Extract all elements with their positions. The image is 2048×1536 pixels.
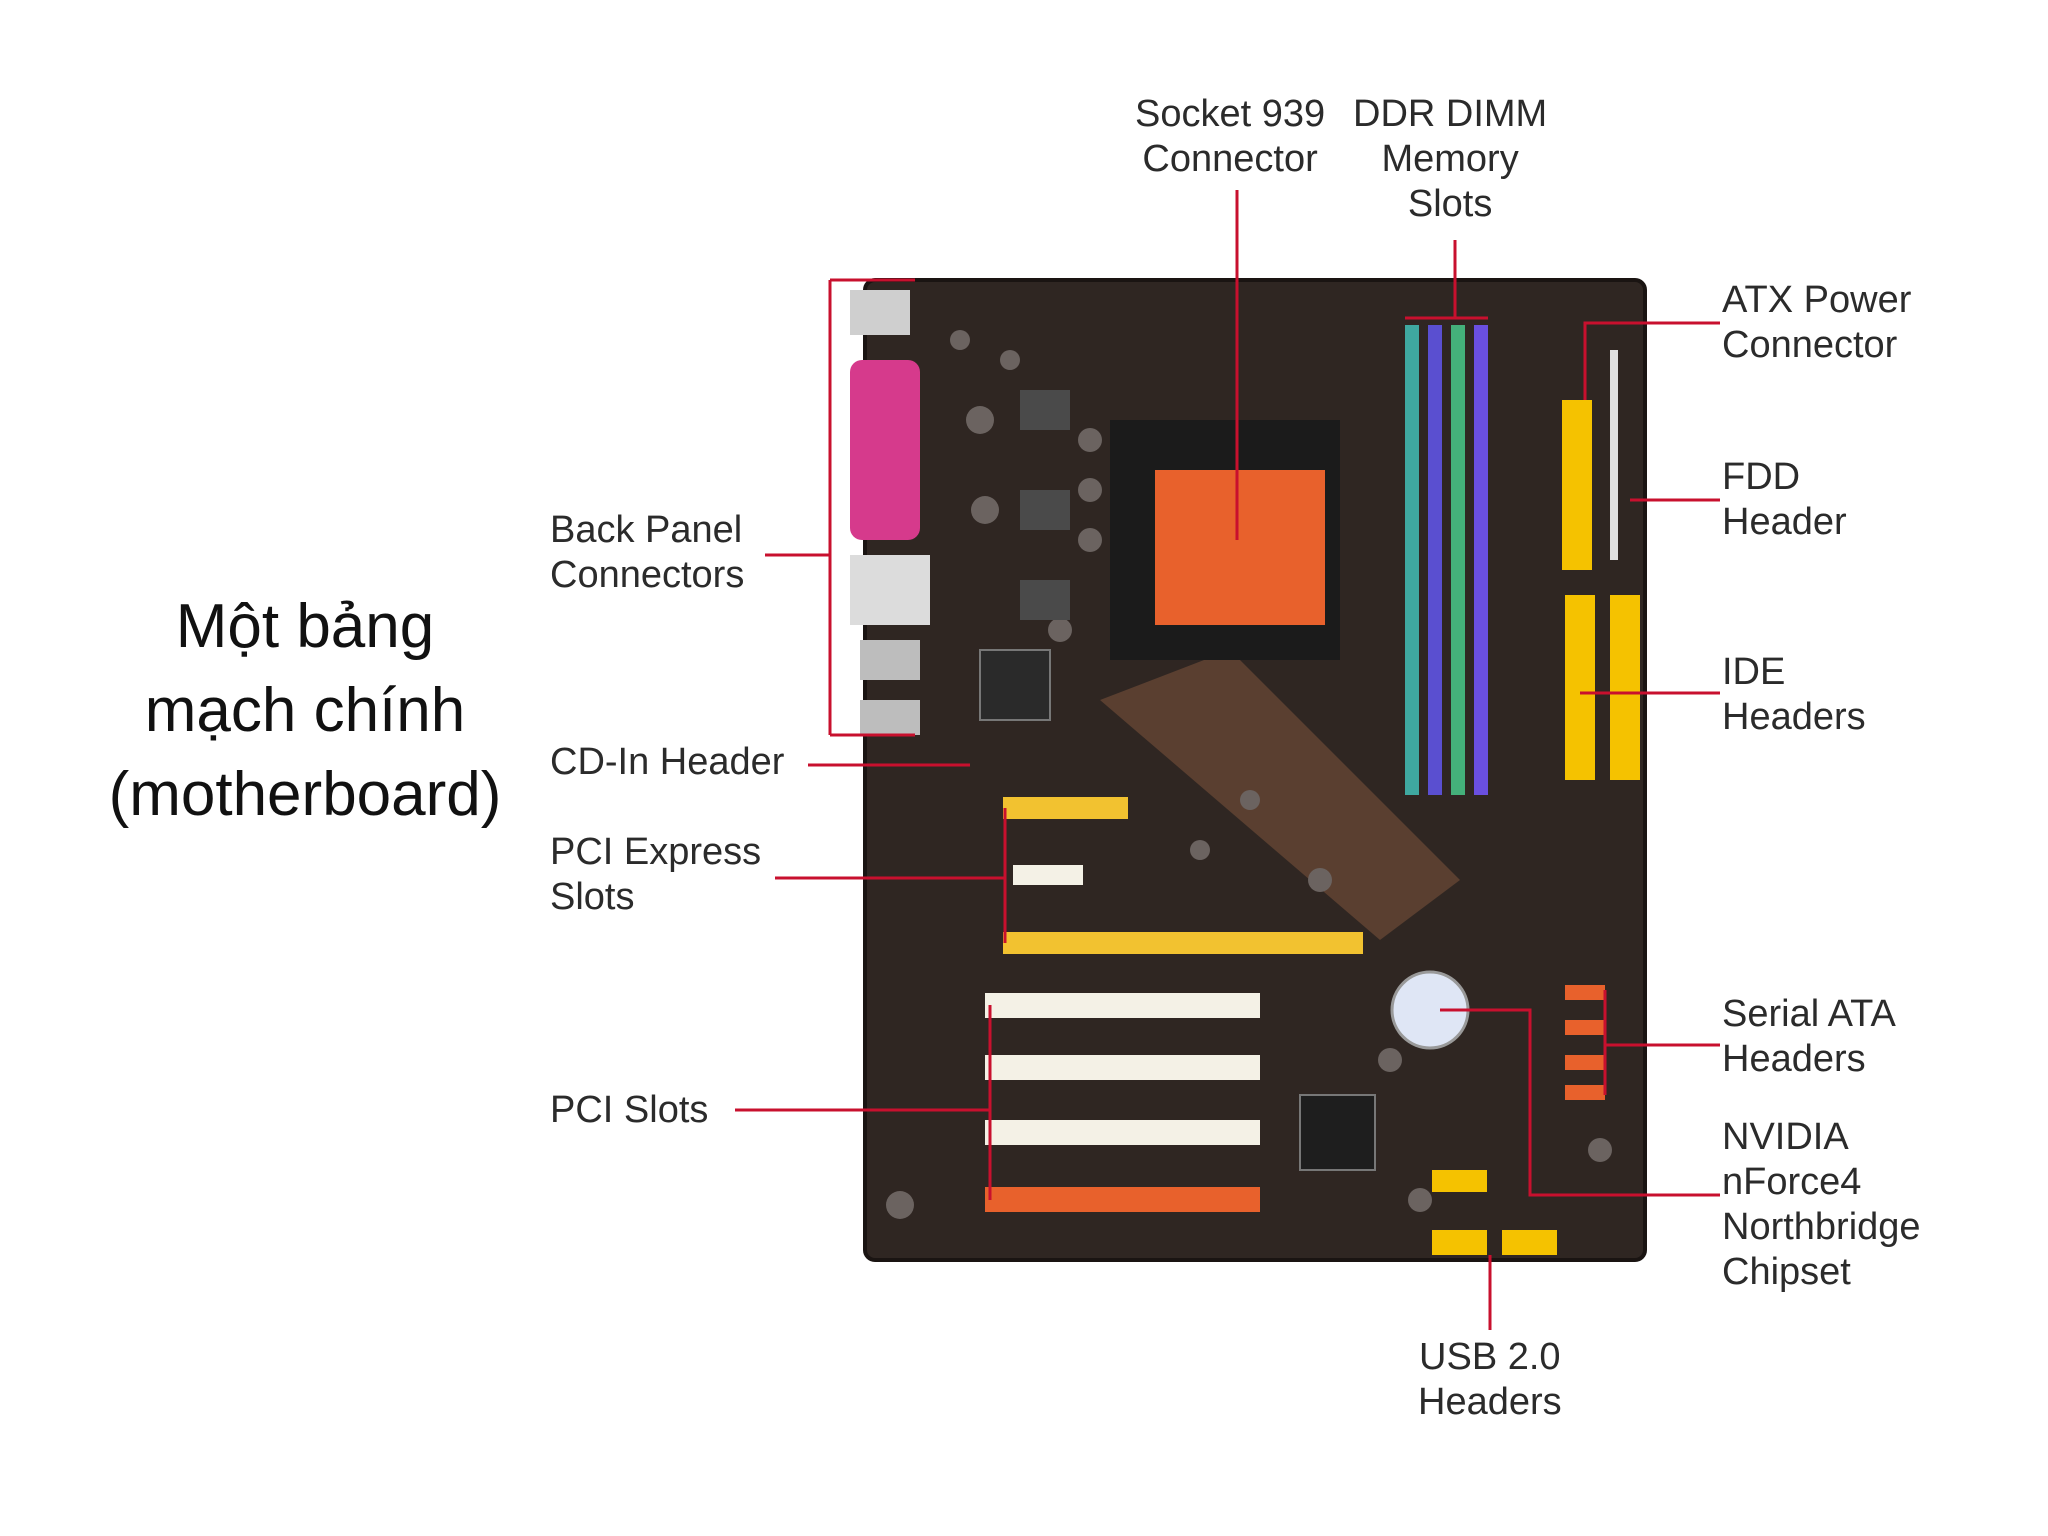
leader-atx [1583, 321, 1720, 400]
dimm-slot-3 [1451, 325, 1465, 795]
label-socket-939: Socket 939 Connector [1135, 93, 1326, 180]
pcie-slot-2 [1013, 865, 1083, 885]
dimm-slot-2 [1428, 325, 1442, 795]
southbridge-chip [1299, 1094, 1376, 1171]
label-ddr-dimm: DDR DIMM Memory Slots [1353, 93, 1548, 225]
serial-port [850, 360, 920, 540]
ps2-port [850, 290, 910, 335]
sata-header-4 [1565, 1085, 1605, 1100]
ide-header-1 [1565, 595, 1595, 780]
vrm-block-2 [1020, 490, 1070, 530]
pci-slot-3 [985, 1120, 1260, 1145]
label-back-panel: Back Panel Connectors [550, 509, 745, 596]
label-cd-in: CD-In Header [550, 741, 785, 783]
ide-header-2 [1610, 595, 1640, 780]
atx-power-connector [1562, 400, 1592, 570]
slide-title-line-1: Một bảng [175, 592, 435, 661]
sata-header-2 [1565, 1020, 1605, 1035]
lan-port [850, 555, 930, 625]
usb-port [860, 640, 920, 680]
slide-title: Một bảng mạch chính (motherboard) [60, 585, 550, 837]
label-pci-express: PCI Express Slots [550, 831, 762, 918]
leader-back-panel [765, 278, 915, 737]
slide-title-line-2: mạch chính [144, 676, 466, 745]
leader-pci [735, 1005, 992, 1200]
pci-slot-2 [985, 1055, 1260, 1080]
usb-header-1 [1432, 1170, 1487, 1192]
label-atx-power: ATX Power Connector [1722, 279, 1912, 366]
leader-dimm [1405, 240, 1488, 320]
leader-nvidia [1440, 1008, 1720, 1197]
io-chip [979, 649, 1051, 721]
sata-header-3 [1565, 1055, 1605, 1070]
label-usb-headers: USB 2.0 Headers [1418, 1336, 1562, 1423]
pcie-slot-3 [1003, 932, 1363, 954]
slide-title-line-3: (motherboard) [108, 760, 502, 829]
leader-sata [1603, 990, 1720, 1095]
pcie-slot-1 [1003, 797, 1128, 819]
fdd-header [1610, 350, 1618, 560]
board-trace-band [1100, 650, 1460, 940]
dimm-slot-4 [1474, 325, 1488, 795]
label-nvidia-nforce4: NVIDIA nForce4 Northbridge Chipset [1722, 1116, 1921, 1293]
label-ide-headers: IDE Headers [1722, 651, 1866, 738]
pci-slot-4 [985, 1187, 1260, 1212]
pci-slot-1 [985, 993, 1260, 1018]
vrm-block-3 [1020, 580, 1070, 620]
usb-header-2 [1432, 1230, 1487, 1255]
label-pci-slots: PCI Slots [550, 1089, 709, 1131]
cpu-socket [1155, 470, 1325, 625]
leader-pcie [775, 808, 1007, 943]
label-fdd-header: FDD Header [1722, 456, 1847, 543]
board-components [886, 330, 1612, 1219]
audio-port [860, 700, 920, 735]
sata-header-1 [1565, 985, 1605, 1000]
dimm-slot-1 [1405, 325, 1419, 795]
leader-lines [735, 190, 1720, 1330]
vrm-block-1 [1020, 390, 1070, 430]
label-serial-ata: Serial ATA Headers [1722, 993, 1896, 1080]
usb-header-3 [1502, 1230, 1557, 1255]
